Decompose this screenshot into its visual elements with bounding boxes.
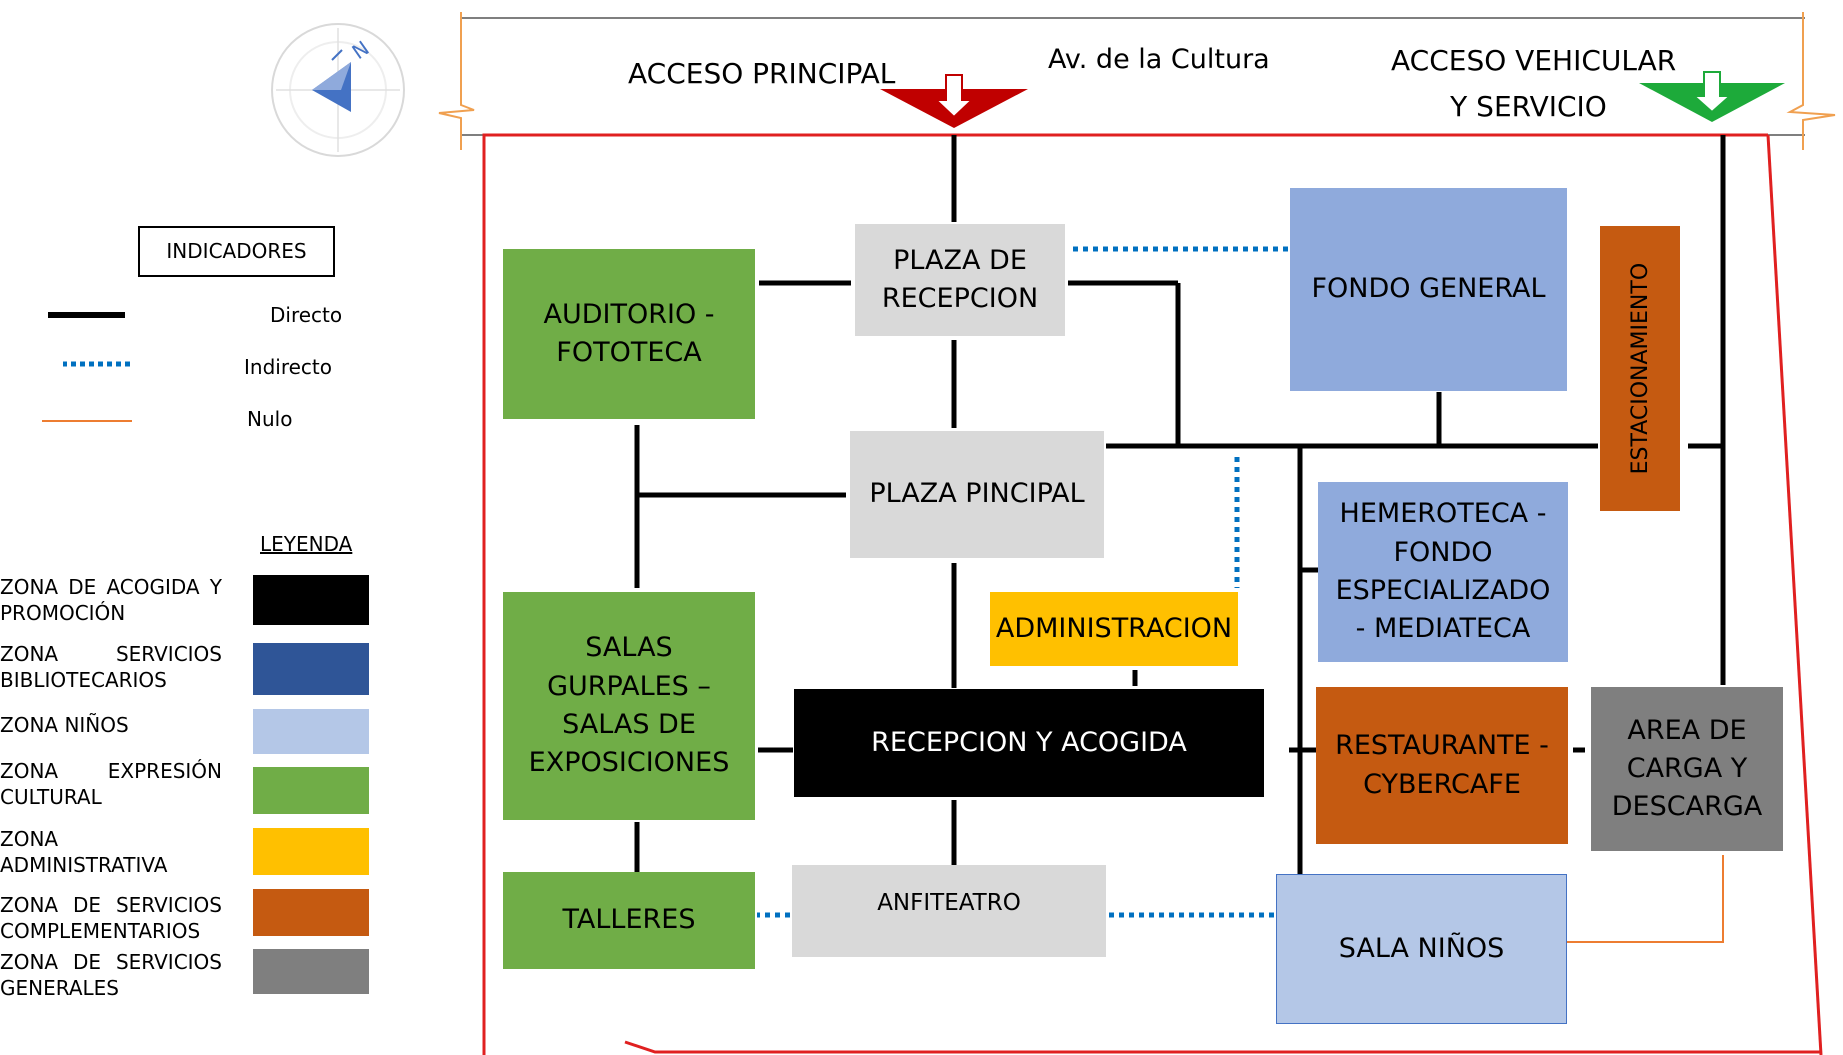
- avenue-label: Av. de la Cultura: [1048, 44, 1270, 75]
- node-plaza-recepcion: PLAZA DE RECEPCION: [855, 224, 1065, 336]
- legend-label-generales: ZONA DE SERVICIOS GENERALES: [0, 950, 222, 1000]
- legend-label-acogida: ZONA DE ACOGIDA Y PROMOCIÓN: [0, 575, 222, 625]
- site-boundary-top-right: [482, 133, 1768, 1055]
- node-administracion: ADMINISTRACION: [990, 592, 1238, 666]
- indicadores-title: INDICADORES: [138, 226, 335, 277]
- main-arrow-stem: [933, 74, 975, 119]
- site-boundary-bottom: [624, 1040, 1821, 1054]
- null-connections: [1567, 855, 1724, 943]
- node-recepcion-acogida: RECEPCION Y ACOGIDA: [794, 689, 1264, 797]
- node-hemeroteca: HEMEROTECA - FONDO ESPECIALIZADO - MEDIA…: [1318, 482, 1568, 662]
- legend-swatch-generales: [253, 949, 369, 994]
- access-vehicular-line2: Y SERVICIO: [1450, 89, 1607, 123]
- indirect-connections: [757, 246, 1288, 918]
- node-fondo-general: FONDO GENERAL: [1290, 188, 1567, 391]
- node-estacionamiento: ESTACIONAMIENTO: [1600, 226, 1680, 511]
- legend-label-complementarios: ZONA DE SERVICIOS COMPLEMENTARIOS: [0, 893, 222, 943]
- legend-swatch-administrativa: [253, 828, 369, 875]
- legend-swatch-bibliotecarios: [253, 643, 369, 695]
- legend-label-bibliotecarios: ZONA SERVICIOS BIBLIOTECARIOS: [0, 642, 222, 692]
- vehicular-arrow-stem: [1691, 71, 1733, 114]
- legend-swatch-acogida: [253, 575, 369, 625]
- direct-connections: [634, 135, 1726, 875]
- node-area-carga: AREA DE CARGA Y DESCARGA: [1591, 687, 1783, 851]
- node-plaza-principal: PLAZA PINCIPAL: [850, 431, 1104, 558]
- legend-swatch-ninos: [253, 709, 369, 754]
- compass-icon: [271, 23, 405, 157]
- node-restaurante: RESTAURANTE - CYBERCAFE: [1316, 687, 1568, 844]
- indicator-indirect-label: Indirecto: [244, 355, 332, 379]
- access-vehicular-label: ACCESO VEHICULAR Y SERVICIO: [1391, 44, 1677, 123]
- node-anfiteatro: ANFITEATRO: [792, 865, 1106, 957]
- indicator-null-label: Nulo: [247, 407, 293, 431]
- indicator-direct-label: Directo: [270, 303, 343, 327]
- node-sala-ninos: SALA NIÑOS: [1276, 874, 1567, 1024]
- legend-swatch-complementarios: [253, 889, 369, 936]
- street-break-right: [438, 12, 475, 150]
- legend-swatch-cultural: [253, 767, 369, 814]
- legend-label-cultural: ZONA EXPRESIÓN CULTURAL: [0, 759, 222, 809]
- node-salas-grupales: SALAS GURPALES – SALAS DE EXPOSICIONES: [503, 592, 755, 820]
- node-talleres: TALLERES: [503, 872, 755, 969]
- legend-label-ninos: ZONA NIÑOS: [0, 713, 129, 737]
- node-auditorio-fototeca: AUDITORIO - FOTOTECA: [503, 249, 755, 419]
- leyenda-title: LEYENDA: [260, 532, 353, 556]
- street-break-left: [1786, 12, 1836, 150]
- access-vehicular-line1: ACCESO VEHICULAR: [1391, 44, 1677, 77]
- access-main-label: ACCESO PRINCIPAL: [628, 57, 896, 90]
- site-boundary-left: [1766, 134, 1823, 1055]
- node-estacionamiento-label: ESTACIONAMIENTO: [1627, 262, 1653, 475]
- legend-label-administrativa: ZONA ADMINISTRATIVA: [0, 827, 168, 877]
